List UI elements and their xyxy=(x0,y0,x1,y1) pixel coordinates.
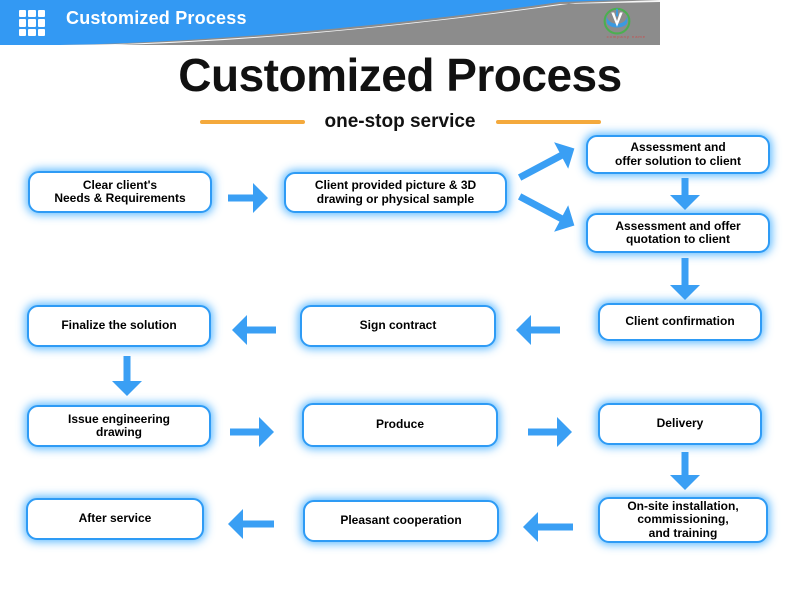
flow-node-assessment-quote[interactable]: Assessment and offer quotation to client xyxy=(586,213,770,253)
header-title: Customized Process xyxy=(66,8,247,28)
flow-node-produce[interactable]: Produce xyxy=(302,403,498,447)
flow-node-label: On-site installation, commissioning, and… xyxy=(627,498,739,540)
flow-node-sign-contract[interactable]: Sign contract xyxy=(300,305,496,347)
arrow-solution-to-quotation xyxy=(670,178,700,210)
arrow-cooperation-to-after xyxy=(228,509,274,539)
page-title: Customized Process xyxy=(178,49,622,101)
flow-node-label: Clear client's Needs & Requirements xyxy=(54,177,186,205)
arrow-quotation-to-confirmation xyxy=(670,258,700,300)
flow-node-label: Assessment and offer quotation to client xyxy=(615,218,741,246)
arrow-confirmation-to-sign xyxy=(516,315,560,345)
flow-node-delivery[interactable]: Delivery xyxy=(598,403,762,445)
arrow-sign-to-finalize xyxy=(232,315,276,345)
arrow-drawing-to-produce xyxy=(230,417,274,447)
arrow-onsite-to-cooperation xyxy=(523,512,573,542)
flow-node-assessment-solution[interactable]: Assessment and offer solution to client xyxy=(586,135,770,174)
flow-node-client-confirmation[interactable]: Client confirmation xyxy=(598,303,762,341)
flow-node-label: Client confirmation xyxy=(625,314,735,329)
flow-node-onsite-installation[interactable]: On-site installation, commissioning, and… xyxy=(598,497,768,543)
flow-node-client-provided[interactable]: Client provided picture & 3D drawing or … xyxy=(284,172,507,213)
flow-node-finalize-solution[interactable]: Finalize the solution xyxy=(27,305,211,347)
flow-node-label: Issue engineering drawing xyxy=(67,411,171,439)
flow-node-pleasant-cooperation[interactable]: Pleasant cooperation xyxy=(303,500,499,542)
arrow-delivery-to-onsite xyxy=(670,452,700,490)
flow-node-label: Client provided picture & 3D drawing or … xyxy=(314,178,477,206)
flow-node-label: Finalize the solution xyxy=(61,318,177,333)
app-header: Customized Process company name xyxy=(0,0,660,45)
rule-left xyxy=(199,120,305,124)
arrow-produce-to-delivery xyxy=(528,417,572,447)
rule-right xyxy=(495,120,601,124)
flow-node-label: Sign contract xyxy=(359,318,437,333)
header-swoosh-decoration xyxy=(60,0,660,45)
arrow-provided-to-solution xyxy=(513,135,582,191)
company-logo-icon xyxy=(603,7,631,35)
arrow-provided-to-quotation xyxy=(513,183,582,239)
grid-icon[interactable] xyxy=(19,10,45,36)
page-subtitle: one-stop service xyxy=(324,111,476,132)
arrow-finalize-to-drawing xyxy=(112,356,142,396)
flow-node-label: Produce xyxy=(375,417,424,432)
arrow-needs-to-provided xyxy=(228,183,268,213)
flow-node-label: Assessment and offer solution to client xyxy=(615,140,741,168)
flow-node-label: After service xyxy=(78,511,152,526)
logo-caption: company name xyxy=(606,34,646,39)
flow-node-label: Pleasant cooperation xyxy=(340,513,462,528)
flow-node-issue-drawing[interactable]: Issue engineering drawing xyxy=(27,405,211,447)
flow-node-clear-needs[interactable]: Clear client's Needs & Requirements xyxy=(28,171,212,213)
subtitle-row: one-stop service xyxy=(0,109,800,135)
flow-node-label: Delivery xyxy=(656,416,704,431)
flow-node-after-service[interactable]: After service xyxy=(26,498,204,540)
